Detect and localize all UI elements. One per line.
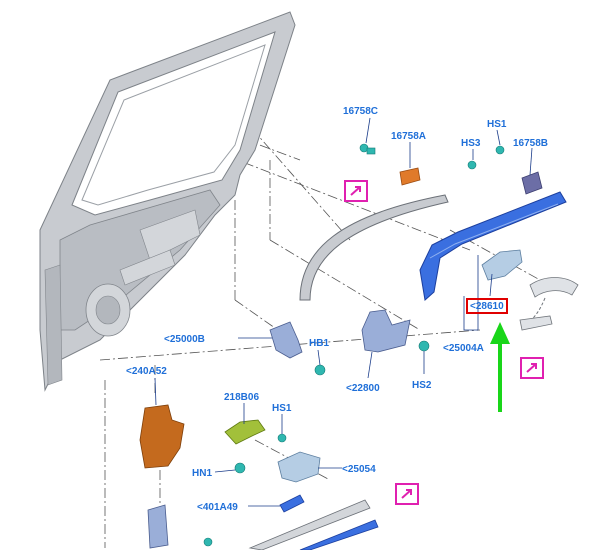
- leader-28610: [489, 273, 493, 297]
- label-28610[interactable]: <28610: [470, 301, 504, 312]
- external-link-arrow-icon[interactable]: [395, 483, 419, 505]
- part-16758B-clip: [521, 171, 543, 195]
- fastener-bottom: [203, 537, 213, 547]
- door-handle-cable: [519, 277, 579, 331]
- label-16758B[interactable]: 16758B: [513, 138, 548, 149]
- label-218B06[interactable]: 218B06: [224, 392, 259, 403]
- bracket-25054: [277, 451, 321, 483]
- leader-16758C: [365, 117, 371, 144]
- label-25004A[interactable]: <25004A: [443, 343, 484, 354]
- label-HS3[interactable]: HS3: [461, 138, 481, 149]
- fastener-HB1: [314, 364, 326, 376]
- label-25000B[interactable]: <25000B: [164, 334, 205, 345]
- bottom-strips: [248, 499, 379, 551]
- leader-22800: [367, 351, 373, 379]
- fastener-HS1-top: [495, 145, 505, 155]
- label-HS2[interactable]: HS2: [412, 380, 432, 391]
- fastener-16758C-shank: [366, 147, 376, 155]
- leader-HB1: [317, 349, 321, 366]
- door-frame-channel: [419, 191, 567, 301]
- leader-lines: [154, 117, 533, 507]
- label-401A49[interactable]: <401A49: [197, 502, 238, 513]
- construction-line: [99, 329, 481, 361]
- fastener-HS2: [418, 340, 430, 352]
- leader-HN1: [214, 469, 236, 473]
- label-240A52[interactable]: <240A52: [126, 366, 167, 377]
- label-16758C[interactable]: 16758C: [343, 106, 378, 117]
- leader-16758B: [529, 147, 533, 176]
- teal-fasteners: [203, 143, 505, 547]
- external-link-arrow-icon[interactable]: [344, 180, 368, 202]
- highlight-28610: [466, 298, 508, 314]
- fastener-HS1-bottom: [277, 433, 287, 443]
- link-icons: [344, 180, 544, 505]
- label-HN1[interactable]: HN1: [192, 468, 212, 479]
- hinge-25000B: [269, 321, 303, 359]
- leader-HS1-top: [496, 129, 501, 146]
- bracket-218B06: [224, 419, 266, 445]
- leader-240A52: [154, 377, 157, 406]
- external-link-arrow-icon[interactable]: [520, 357, 544, 379]
- construction-line: [449, 229, 541, 281]
- leader-25004A: [463, 255, 479, 331]
- label-16758A[interactable]: 16758A: [391, 131, 426, 142]
- part-240A52-pad: [139, 404, 185, 469]
- up-arrow-indicator-icon: [490, 322, 510, 412]
- label-25054[interactable]: <25054: [342, 464, 376, 475]
- part-16758A-pad: [399, 167, 421, 186]
- fastener-HN1: [234, 462, 246, 474]
- construction-line: [269, 239, 421, 331]
- label-HB1[interactable]: HB1: [309, 338, 329, 349]
- label-22800[interactable]: <22800: [346, 383, 380, 394]
- door-inner-panel: [39, 11, 296, 392]
- label-HS1-top[interactable]: HS1: [487, 119, 507, 130]
- glass-run-channel: [299, 194, 449, 301]
- label-HS1-bottom[interactable]: HS1: [272, 403, 292, 414]
- bottom-bracket: [147, 504, 169, 549]
- fastener-HS3: [467, 160, 477, 170]
- part-labels: 16758C 16758A HS3 HS1 16758B <28610 <250…: [126, 106, 548, 513]
- part-401A49: [279, 494, 305, 513]
- regulator-bracket: [481, 249, 523, 281]
- latch-22800: [361, 309, 411, 353]
